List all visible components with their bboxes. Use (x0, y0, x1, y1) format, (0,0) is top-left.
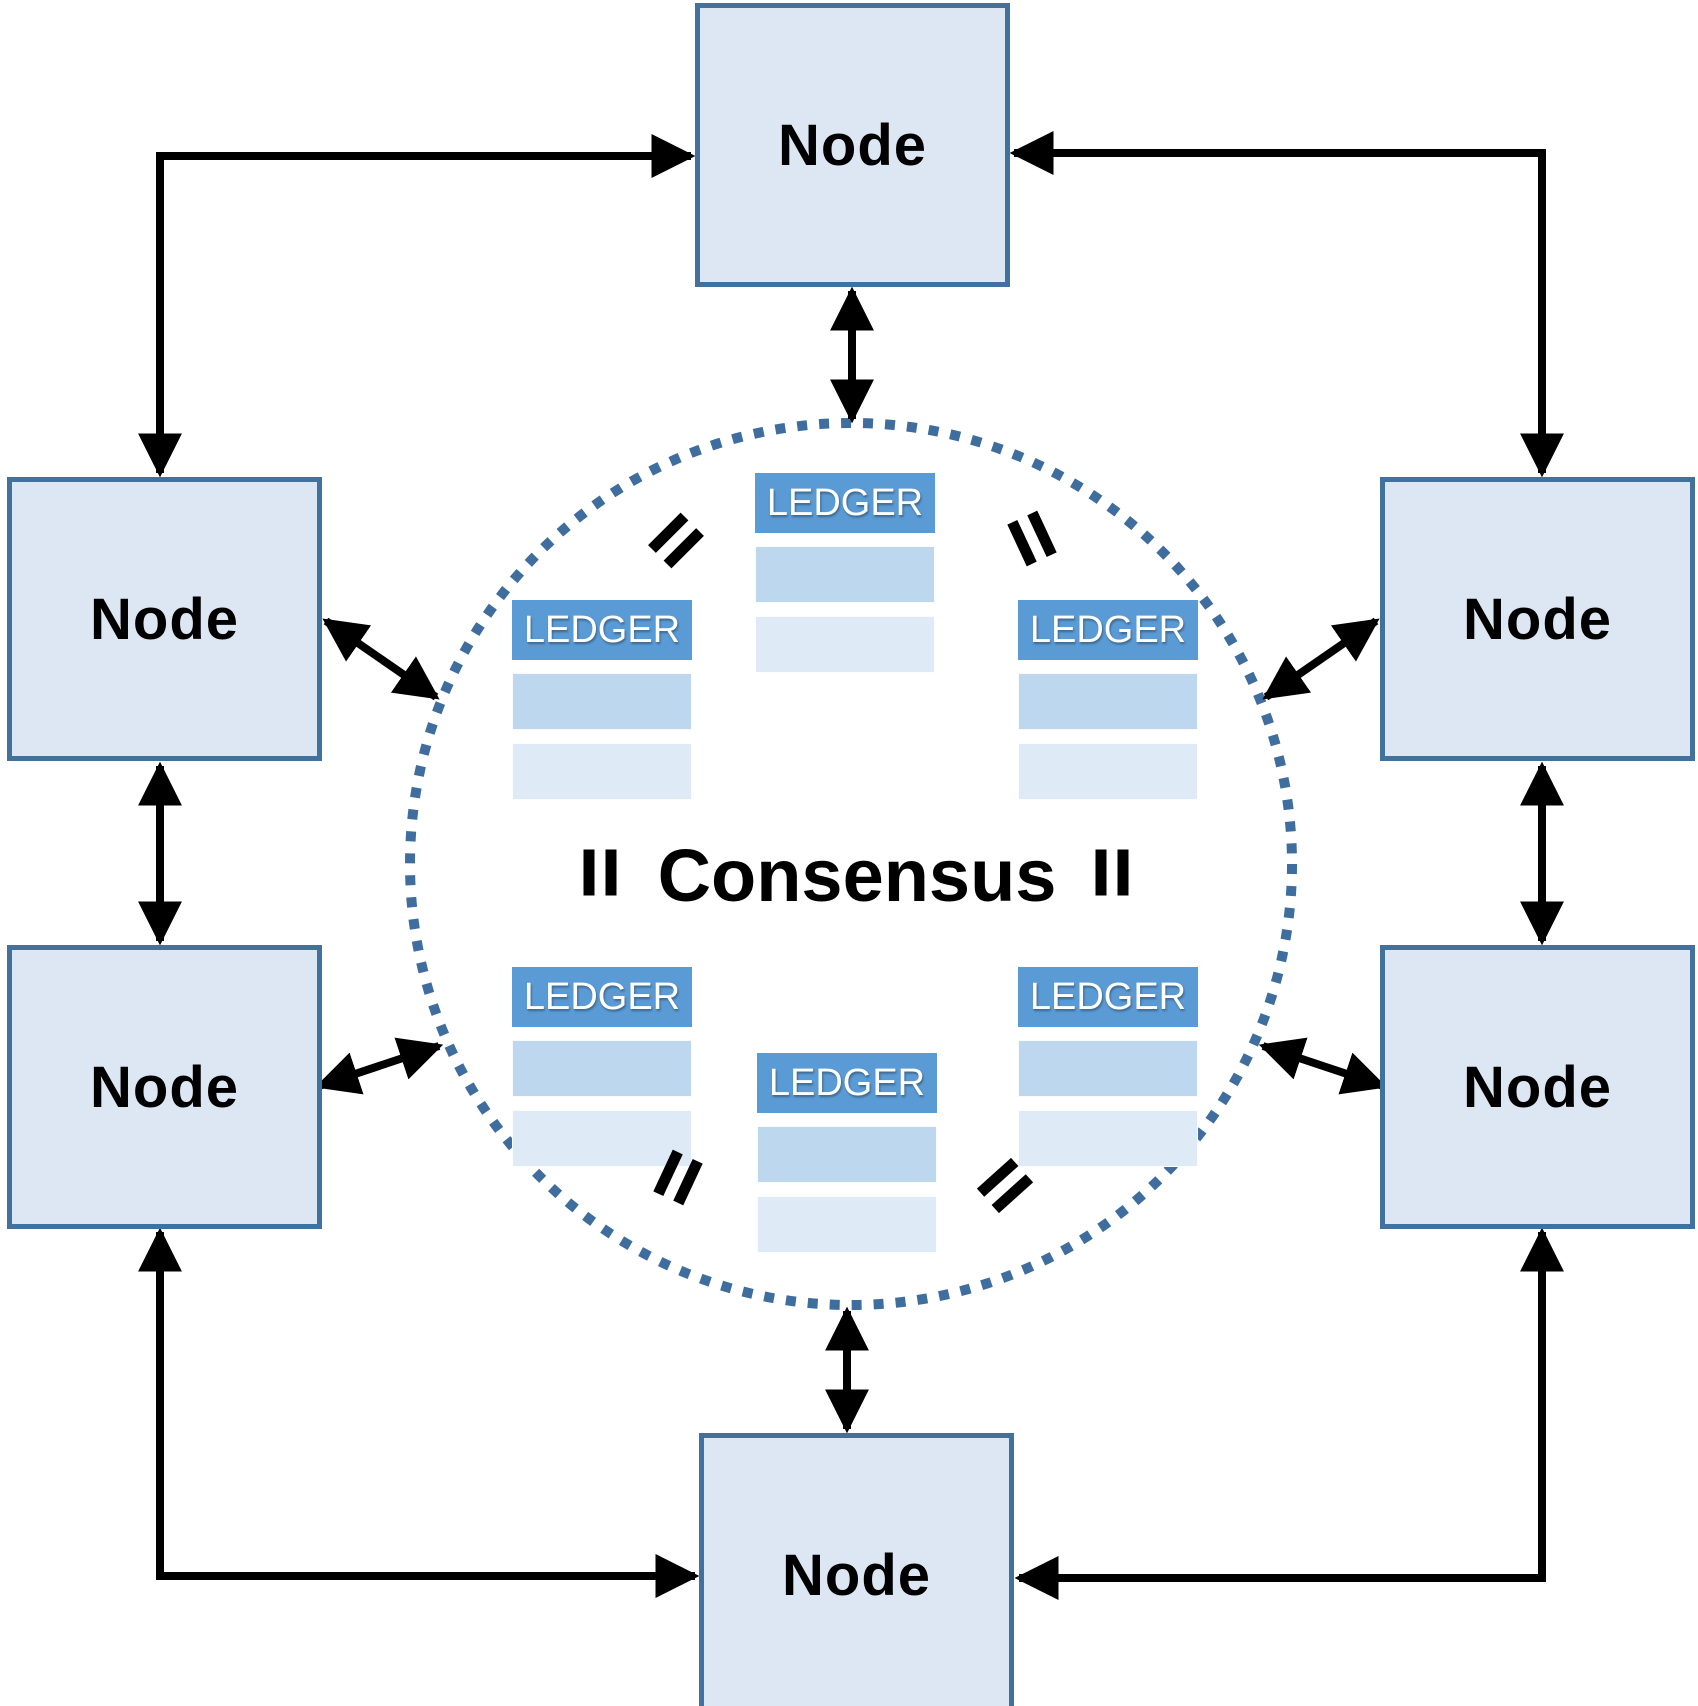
ledger-header: LEDGER (757, 1053, 937, 1113)
ledger-header: LEDGER (512, 967, 692, 1027)
arrow-lower-left-node-to-circle (314, 1037, 444, 1095)
ledger-table-mid-right: LEDGER (1018, 600, 1198, 813)
arrow-lower-right-node-to-circle (1258, 1037, 1388, 1095)
ledger-row (757, 1126, 937, 1183)
ledger-row (755, 616, 935, 673)
ledger-header: LEDGER (755, 473, 935, 533)
ledger-row (757, 1196, 937, 1253)
equals-icon (583, 849, 617, 896)
ledger-table-mid-left: LEDGER (512, 600, 692, 813)
node-box-lower-right: Node (1380, 945, 1695, 1229)
node-box-upper-right: Node (1380, 477, 1695, 761)
ledger-row (512, 1110, 692, 1167)
ledger-table-bottom-center: LEDGER (757, 1053, 937, 1266)
node-box-lower-left: Node (7, 945, 322, 1229)
node-box-bottom: Node (699, 1433, 1014, 1706)
equals-icon (1095, 849, 1129, 896)
equals-bar (1117, 849, 1129, 896)
ledger-row (755, 546, 935, 603)
ledger-table-lower-left: LEDGER (512, 967, 692, 1180)
consensus-label: Consensus (657, 834, 1057, 917)
arrow-bottom-node-to-lower-right-node (1014, 1227, 1564, 1600)
equals-bar (605, 849, 617, 896)
ledger-row (512, 673, 692, 730)
arrow-upper-left-node-to-circle (322, 617, 440, 701)
ledger-row (1018, 1110, 1198, 1167)
ledger-header: LEDGER (1018, 967, 1198, 1027)
arrow-upper-right-node-to-circle (1262, 617, 1380, 701)
ledger-row (1018, 743, 1198, 800)
node-box-top: Node (695, 3, 1010, 287)
ledger-table-top-center: LEDGER (755, 473, 935, 686)
arrow-top-node-to-upper-right-node (1009, 131, 1564, 478)
ledger-header: LEDGER (512, 600, 692, 660)
ledger-row (512, 1040, 692, 1097)
equals-bar (1095, 849, 1107, 896)
node-box-upper-left: Node (7, 477, 322, 761)
ledger-row (1018, 673, 1198, 730)
ledger-row (512, 743, 692, 800)
ledger-table-lower-right: LEDGER (1018, 967, 1198, 1180)
arrow-bottom-node-to-lower-left-node (138, 1227, 700, 1598)
ledger-row (1018, 1040, 1198, 1097)
equals-bar (583, 849, 595, 896)
arrow-top-node-to-upper-left-node (138, 134, 696, 478)
ledger-header: LEDGER (1018, 600, 1198, 660)
